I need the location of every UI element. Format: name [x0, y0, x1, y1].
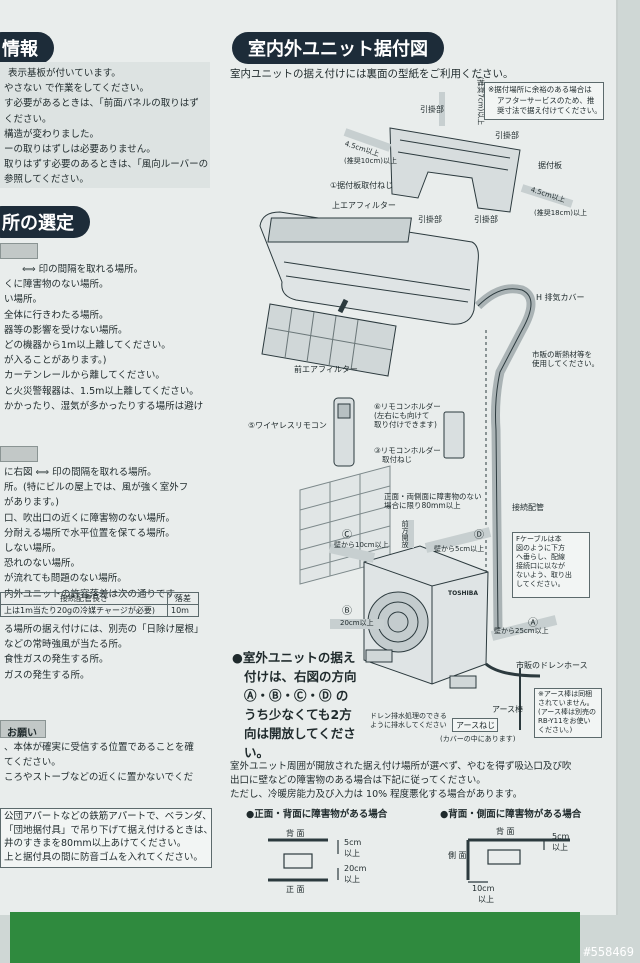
upper-filter	[267, 217, 412, 243]
label-remote-holder: ⑥リモコンホルダー (左右にも向けて 取り付けできます)	[374, 402, 441, 429]
mark-a: Ⓐ	[528, 618, 538, 629]
gap-arrow-right	[520, 184, 574, 208]
request-lines: 、本体が確実に受信する位置であることを確 てください。 ころやストーブなどの近く…	[4, 742, 194, 784]
gap-arrow-d	[424, 527, 492, 553]
label-left-gap-rec: (推奨10cm)以上	[344, 157, 398, 165]
after-table-lines: る場所の据え付けには、別売の「日除け屋根」 などの常時強風が当たる所。 食性ガス…	[4, 624, 204, 681]
label-obstacle-note: 正面・両側面に障害物のない 場合に限り80mm以上	[384, 492, 482, 510]
mark-b: Ⓑ	[342, 606, 352, 617]
label-hikikake-4: 引掛部	[474, 215, 498, 224]
label-brand: TOSHIBA	[448, 590, 478, 597]
case2-back-label: 背 面	[496, 827, 515, 836]
label-earth-screw-note: (カバーの中にあります)	[440, 735, 516, 743]
obstacle-body-text: 室外ユニット周囲が開放された据え付け場所が選べず、やむを得ず吸込口及び吹 出口に…	[230, 761, 572, 800]
base-block-right	[449, 675, 477, 689]
label-h-cover: H 排気カバー	[536, 293, 585, 302]
label-connection-pipe: 接続配管	[512, 503, 544, 512]
section-title-info: 情報	[0, 32, 54, 64]
label-hikikake-3: 引掛部	[418, 215, 442, 224]
pipe-length-table: 接続配管長さ 落差 上は1m当たり20gの冷媒チャージが必要) 10m	[0, 592, 199, 617]
case2-walls	[466, 838, 570, 880]
mark-c: Ⓒ	[342, 530, 352, 541]
case1-title: ●正面・背面に障害物がある場合	[246, 809, 388, 820]
outdoor-subheading-bar	[0, 446, 38, 462]
label-front-filter: 前エアフィルター	[294, 365, 358, 374]
label-insulation: 市販の断熱材等を 使用してください。	[532, 350, 600, 368]
gap-arrow-a	[490, 615, 558, 641]
indoor-subheading-bar	[0, 243, 38, 259]
case1-dim2: 20cm	[344, 864, 367, 873]
case2-dim2b: 以上	[478, 895, 494, 904]
label-open-front: 前方開放	[401, 520, 409, 548]
indoor-location-lines: ⟺ 印の間隔を取れる場所。 くに障害物のない場所。 い場所。 全体に行きわたる場…	[4, 264, 204, 412]
installation-subtitle: 室内ユニットの据え付けには裏面の型紙をご利用ください。	[230, 68, 514, 80]
case1-back-label: 背 面	[286, 829, 305, 838]
case2-dim1: 5cm	[552, 832, 570, 841]
case1-dim1b: 以上	[344, 849, 360, 858]
case1-front-label: 正 面	[286, 885, 305, 894]
remote-holder	[443, 411, 465, 459]
case2-dim1b: 以上	[552, 843, 568, 852]
case1-unit	[283, 853, 313, 869]
case1-dim2b: 以上	[344, 875, 360, 884]
green-cover-strip	[10, 912, 580, 963]
label-drain-note: ドレン排水処理のできる ように排水してください	[370, 712, 447, 729]
label-hikikake-2: 引掛部	[495, 131, 519, 140]
apartment-note-lines: 公団アパートなどの鉄筋アパートで、ベランダ、 「団地据付具」で吊り下げて据え付け…	[4, 811, 214, 863]
fcable-note-box	[512, 532, 590, 598]
label-plate-screw: ①据付板取付ねじ	[330, 181, 394, 190]
earth-screw-box	[452, 718, 498, 732]
gap-arrow-left	[343, 128, 392, 152]
label-mounting-plate: 据付板	[538, 161, 562, 170]
case1-dim1: 5cm	[344, 838, 362, 847]
case2-title: ●背面・側面に障害物がある場合	[440, 809, 582, 820]
label-earth-rod: アース棒	[492, 705, 524, 714]
earth-note-box	[534, 688, 602, 738]
case2-unit	[487, 849, 521, 865]
outdoor-open-direction-note: ●室外ユニットの据え 付けは、右図の方向 Ⓐ・Ⓑ・Ⓒ・Ⓓ の うち少なくても2方…	[232, 650, 357, 760]
label-holder-screw: ③リモコンホルダー 取付ねじ	[374, 446, 441, 464]
label-top-gap: (推奨7cm)以上	[476, 76, 485, 126]
drain-hose	[485, 662, 541, 678]
label-gap-c: 壁から10cm以上	[334, 541, 389, 549]
label-earth-screw: アースねじ	[456, 721, 496, 730]
label-gap-b: 20cm以上	[340, 619, 374, 627]
request-title-box: お願い	[0, 720, 46, 739]
base-block-left	[365, 649, 393, 663]
case2-side-label: 側 面	[448, 851, 467, 860]
apartment-note-box	[0, 808, 212, 868]
recommended-note: ※据付場所に余裕のある場合は アフターサービスのため、推 奨寸法で据え付けてくだ…	[488, 85, 602, 115]
section-title-location: 所の選定	[0, 206, 90, 238]
image-watermark: #558469	[583, 945, 634, 959]
filter-arrow	[337, 298, 349, 314]
label-hikikake-1: 引掛部	[420, 105, 444, 114]
mark-d: Ⓓ	[474, 530, 484, 541]
mounting-plate	[389, 127, 521, 213]
installation-diagram-title: 室内外ユニット据付図	[232, 32, 444, 64]
info-lines: 表示基板が付いています。 やさない で作業をしてください。 す必要があるときは、…	[4, 68, 209, 186]
label-gap-a: 壁から25cm以上	[494, 627, 549, 635]
label-drain-hose: 市販のドレンホース	[516, 661, 588, 670]
label-earth-note: ※アース棒は同梱 されていません。 (アース棒は別売の RB-Y11をお使い く…	[538, 690, 596, 734]
pipe-table-cell-height: 10m	[167, 604, 199, 617]
front-filter	[261, 303, 397, 377]
label-gap-d: 壁から5cm以上	[434, 545, 485, 553]
case2-dim2: 10cm	[472, 884, 495, 893]
gap-arrow-c	[328, 543, 376, 563]
label-wireless-remote: ⑤ワイヤレスリモコン	[248, 421, 327, 430]
label-fcable-note: Fケーブルは本 図のように下方 へ垂らし、配線 接続口に以なが ないよう、取り出…	[516, 535, 572, 588]
info-shaded-box	[0, 62, 210, 188]
label-right-gap-rec: (推奨18cm)以上	[534, 209, 588, 217]
label-upper-filter: 上エアフィルター	[332, 201, 396, 210]
recommended-note-box	[484, 82, 604, 120]
